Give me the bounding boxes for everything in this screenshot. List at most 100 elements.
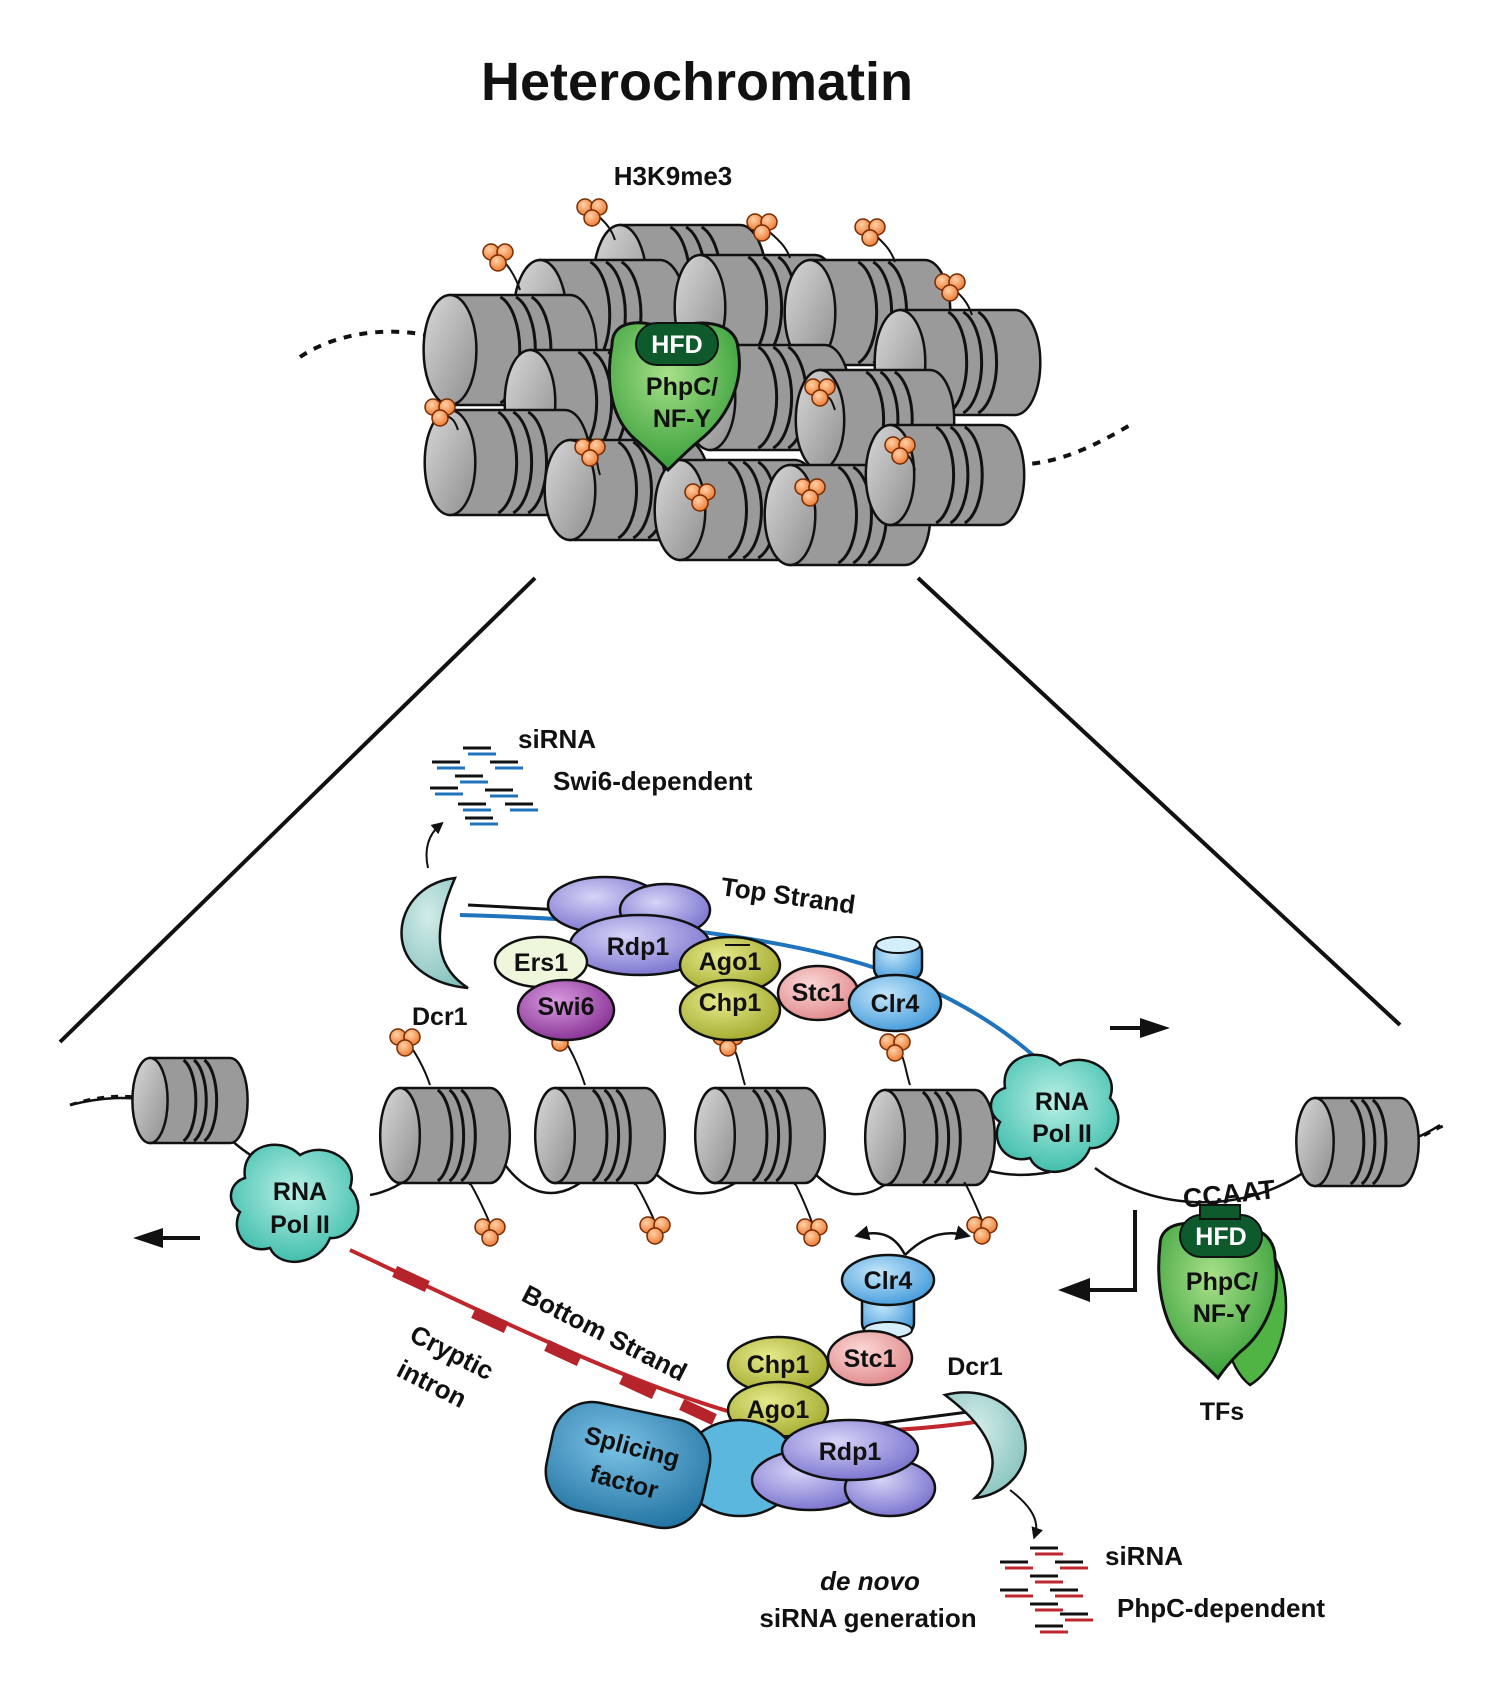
nfy-label-promoter: NF-Y (1193, 1300, 1252, 1328)
swi6-label: Swi6 (538, 993, 595, 1021)
h3k9me3-mark-top-6 (424, 398, 459, 431)
sirna-duplex-bottom-6 (1050, 1588, 1083, 1598)
phpc-label-top: PhpC/ (646, 373, 718, 401)
clr4-label-bottom: Clr4 (864, 1267, 913, 1295)
phpc-dependent-label: PhpC-dependent (1117, 1593, 1325, 1623)
direction-arrowhead-left (133, 1228, 163, 1248)
sirna-duplex-bottom-1 (1030, 1546, 1063, 1556)
h3k9me3-mark-top-2 (576, 198, 616, 241)
bottom-strand-label: Bottom Strand (517, 1279, 691, 1388)
rna-pol2-right-line2: Pol II (1032, 1120, 1092, 1148)
sirna-cluster-bottom: siRNA PhpC-dependent (1000, 1541, 1325, 1634)
ers1-label: Ers1 (514, 949, 568, 977)
sirna-label-top: siRNA (518, 724, 596, 754)
stc1-bottom (826, 1329, 914, 1387)
nucleosome-top-14 (864, 423, 1026, 527)
sirna-duplex-bottom-9 (1035, 1624, 1068, 1634)
rna-pol2-left-line1: RNA (273, 1178, 327, 1206)
top-panel: H3K9me3 HFD PhpC/ NF-Y (298, 161, 1132, 567)
cryptic-intron-4 (619, 1372, 657, 1400)
sirna-duplex-bottom-7 (1030, 1602, 1063, 1612)
tfs-label: TFs (1200, 1398, 1244, 1426)
sirna-duplex-top-1 (463, 746, 496, 756)
sirna-duplex-bottom-4 (1030, 1574, 1063, 1584)
clr4-top: Clr4 (847, 936, 943, 1033)
h3k9me3-mark-top-1 (482, 243, 521, 291)
h3k9me3-mark-top-4 (854, 218, 896, 263)
sirna-label-bottom: siRNA (1105, 1541, 1183, 1571)
swi6 (516, 978, 616, 1042)
sirna-generation-label: siRNA generation (759, 1603, 976, 1633)
clr4-label-top: Clr4 (871, 990, 920, 1018)
h3k9me3-mark-top-9 (794, 478, 826, 509)
transcription-arrowhead (1058, 1278, 1090, 1302)
clr4-bottom: Clr4 (840, 1253, 936, 1339)
nucleosome-bottom-4 (693, 1086, 827, 1185)
h3k9me3-mark-bottom-4 (879, 1033, 911, 1086)
direction-arrowhead-right (1140, 1018, 1170, 1038)
dcr1-label-bottom: Dcr1 (947, 1353, 1003, 1381)
nucleosome-bottom-2 (378, 1086, 512, 1185)
stc1-label-top: Stc1 (792, 979, 845, 1007)
rna-pol2-left: RNA Pol II (229, 1143, 360, 1264)
methylation-arrow-left (854, 1225, 907, 1256)
dcr1-label-top: Dcr1 (412, 1003, 468, 1031)
rna-pol2-right-line1: RNA (1035, 1088, 1089, 1116)
stc1-label-bottom: Stc1 (844, 1345, 897, 1373)
swi6-dependent-label: Swi6-dependent (553, 766, 753, 796)
cryptic-intron-3 (544, 1339, 582, 1367)
h3k9me3-mark-top-5 (934, 273, 973, 316)
h3k9me3-mark-top-3 (746, 213, 791, 259)
phpc-nfy-complex-top: HFD PhpC/ NF-Y (607, 321, 741, 473)
phpc-nfy-complex-promoter: HFD PhpC/ NF-Y (1157, 1204, 1288, 1387)
sirna-duplex-top-8 (505, 802, 538, 812)
ago1-chp1-top: Ago1 Chp1 (678, 935, 782, 1042)
sirna-cluster-top: siRNA Swi6-dependent (425, 724, 753, 869)
cryptic-intron-5 (679, 1398, 717, 1426)
rdp1-label-top: Rdp1 (607, 933, 670, 961)
figure-title: Heterochromatin (481, 52, 913, 112)
nucleosome-bottom-5 (863, 1088, 997, 1187)
h3k9me3-mark-bottom-8 (963, 1181, 998, 1245)
rna-pol2-right: RNA Pol II (989, 1053, 1120, 1174)
cryptic-intron-1 (392, 1265, 430, 1293)
ago1-label-top: Ago1 (699, 948, 762, 976)
h3k9me3-mark-bottom-6 (633, 1181, 671, 1245)
sirna-duplex-top-9 (465, 816, 498, 826)
h3k9me3-mark-top-11 (884, 436, 916, 471)
open-nucleosome-array (131, 1056, 1420, 1188)
sirna-duplex-top-3 (490, 760, 523, 770)
h3k9me3-label: H3K9me3 (614, 161, 733, 191)
sirna-duplex-top-2 (432, 760, 465, 770)
chp1-label-bottom: Chp1 (747, 1351, 810, 1379)
rdp1-bottom: Rdp1 (750, 1418, 937, 1518)
chp1-ago1-bottom: Chp1 Ago1 (726, 1335, 830, 1440)
sirna-duplex-bottom-5 (1000, 1588, 1033, 1598)
cryptic-intron-2 (471, 1306, 509, 1334)
rdp1-label-bottom: Rdp1 (819, 1438, 882, 1466)
h3k9me3-mark-bottom-1 (389, 1028, 431, 1086)
nucleosome-bottom-6 (1295, 1096, 1420, 1188)
phpc-label-promoter: PhpC/ (1186, 1268, 1258, 1296)
zoom-line-right (916, 576, 1402, 1027)
bottom-panel: Top Strand siRNA Swi6-dependent Dcr1 Rdp… (69, 724, 1446, 1634)
sirna-duplex-top-7 (458, 802, 491, 812)
hfd-label-promoter: HFD (1195, 1223, 1246, 1251)
sirna-duplex-bottom-3 (1055, 1560, 1088, 1570)
sirna-duplex-top-5 (430, 786, 463, 796)
h3k9me3-mark-top-7 (574, 438, 606, 476)
zoom-line-left (58, 576, 537, 1044)
h3k9me3-mark-bottom-5 (468, 1181, 506, 1247)
rna-pol2-left-line2: Pol II (270, 1211, 330, 1239)
dicing-arrow-top (425, 821, 444, 869)
top-strand-label: Top Strand (719, 871, 857, 920)
sirna-duplex-top-4 (455, 774, 488, 784)
sirna-duplex-bottom-8 (1060, 1612, 1093, 1622)
hfd-domain-top (635, 322, 719, 366)
sirna-duplex-bottom-2 (1000, 1560, 1033, 1570)
chp1-label-top: Chp1 (699, 989, 762, 1017)
h3k9me3-mark-top-10 (804, 378, 836, 411)
cryptic-intron-blocks (392, 1265, 717, 1426)
